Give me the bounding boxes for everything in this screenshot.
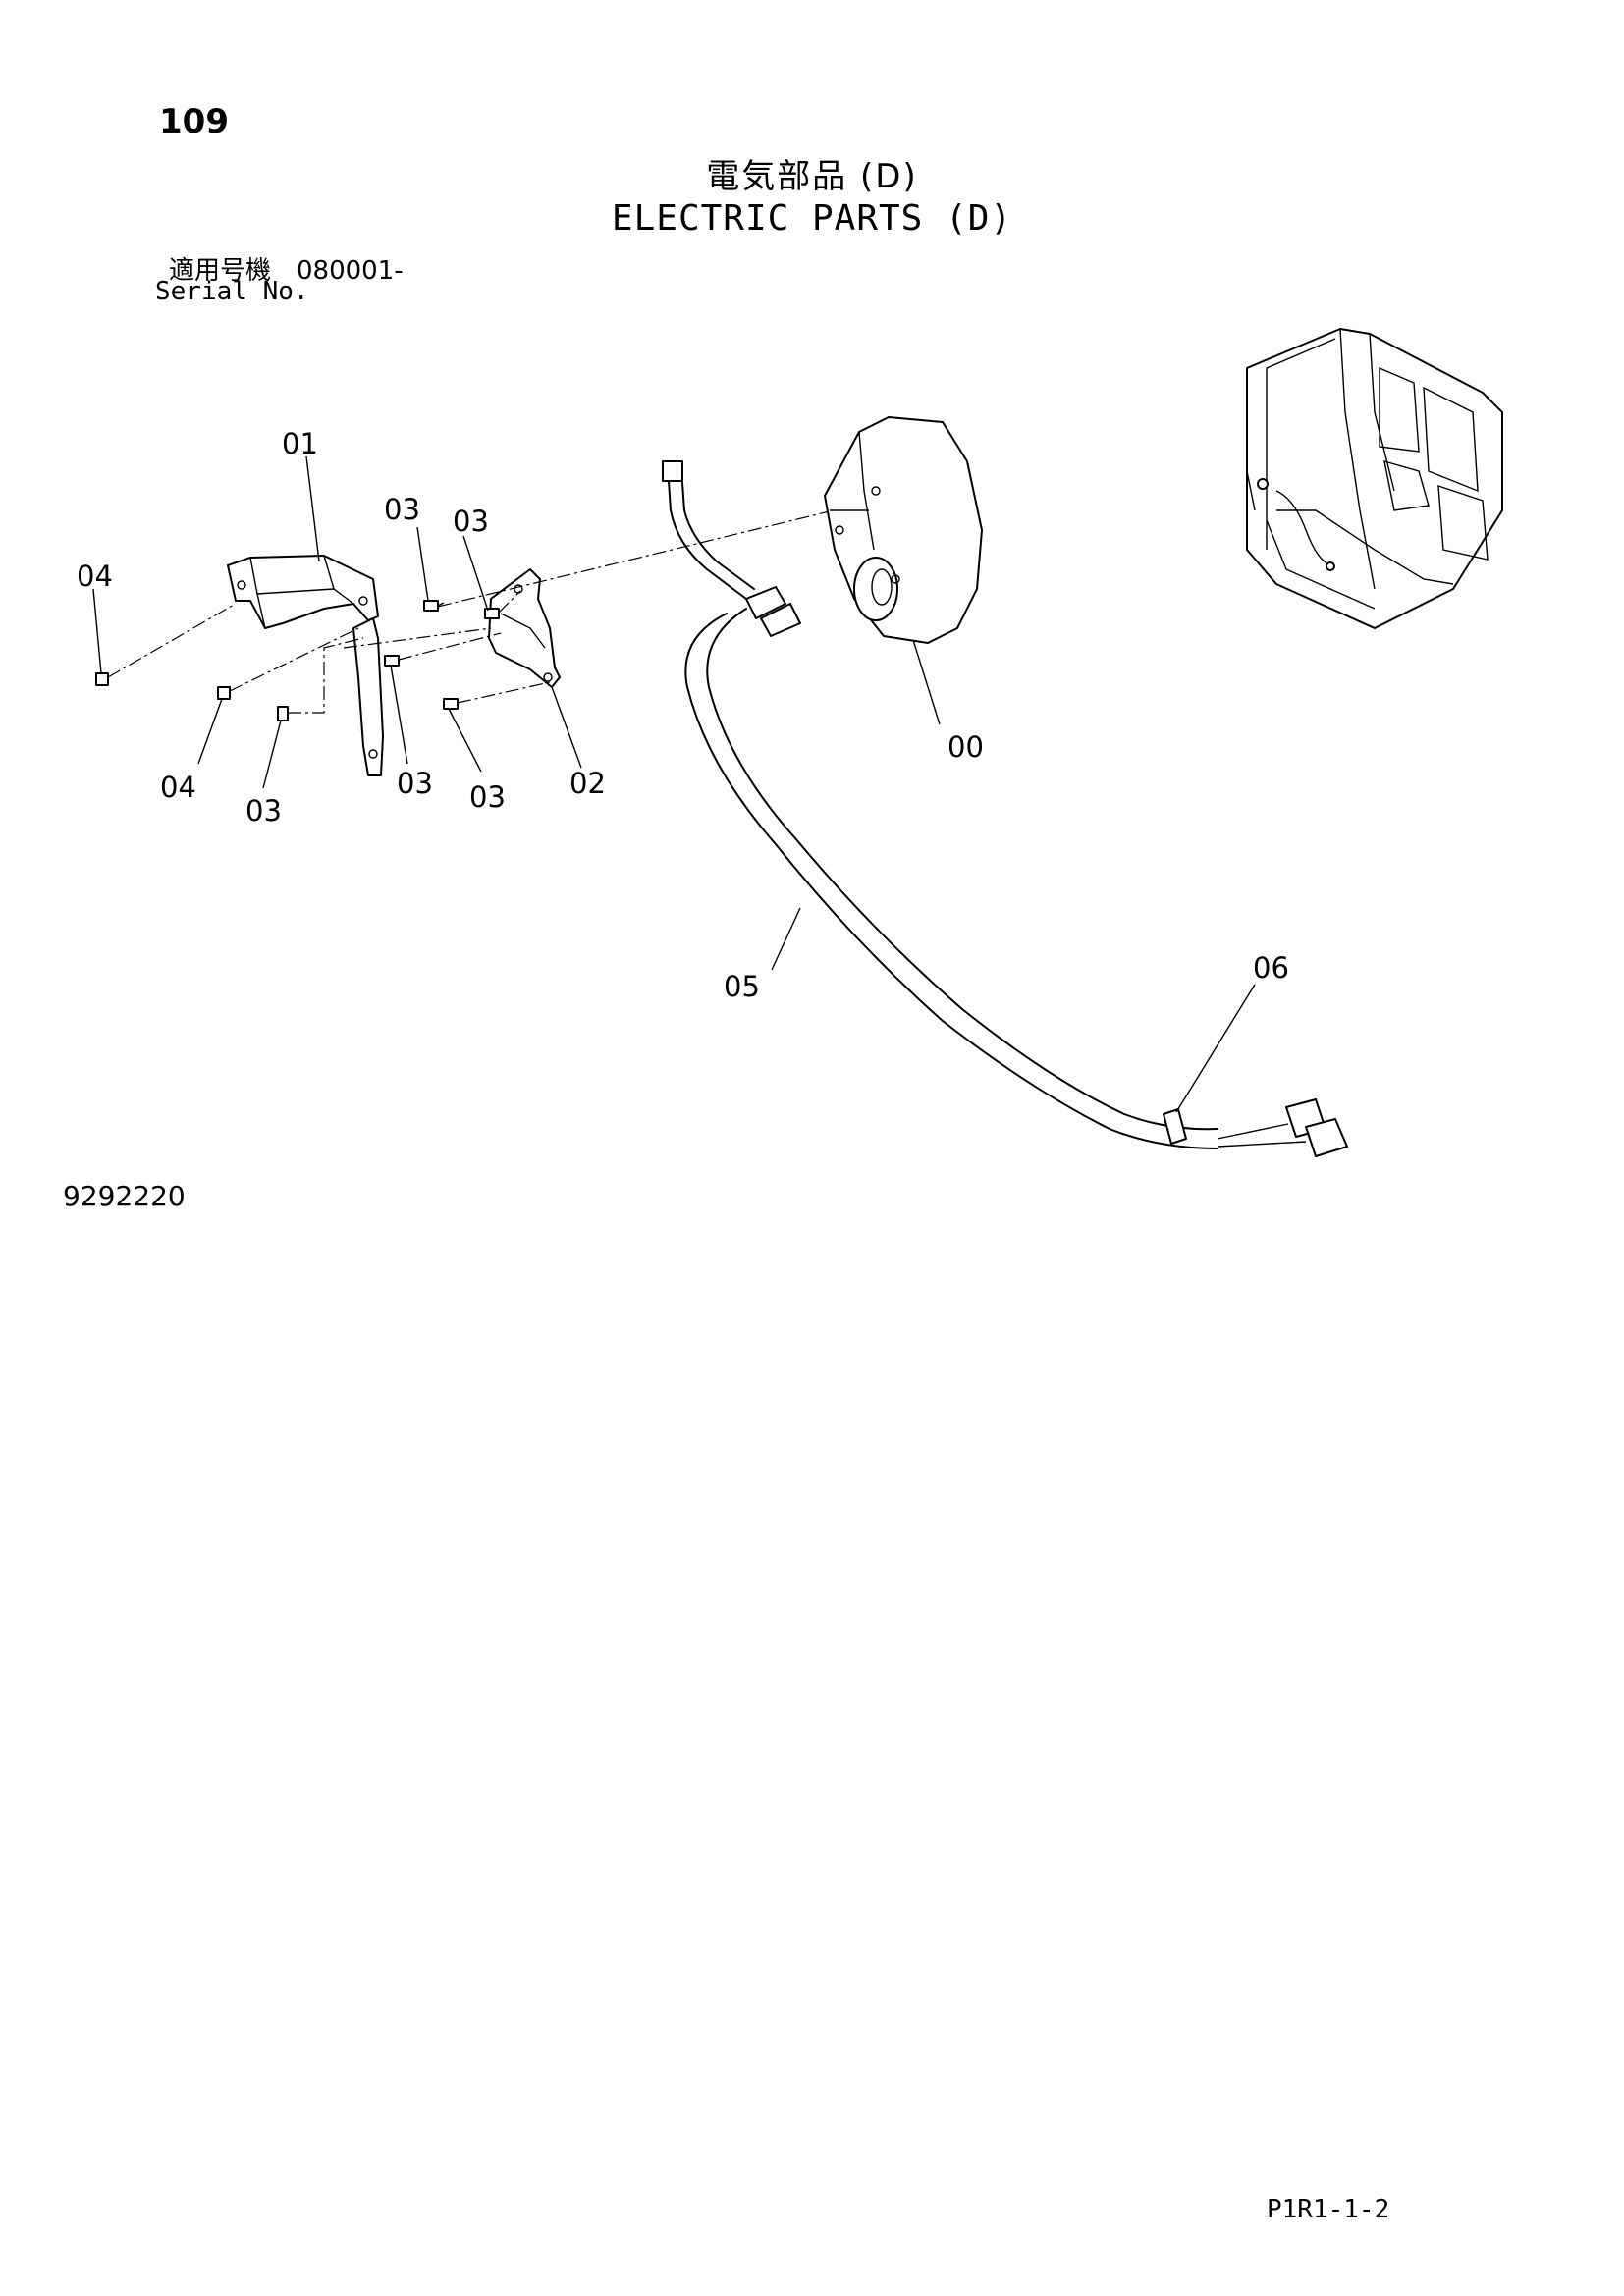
callouts: 00 01 02 03 03 03 03 03 04 04 05 06 xyxy=(77,427,1289,1003)
leader-lines xyxy=(92,455,1256,1113)
callout-05: 05 xyxy=(724,970,760,1003)
callout-03: 03 xyxy=(245,794,282,828)
serial-label-english: Serial No. xyxy=(155,277,309,306)
callout-01: 01 xyxy=(282,427,318,460)
part-05-wiring-harness xyxy=(662,460,1348,1157)
part-01-bracket xyxy=(227,555,384,776)
callout-03: 03 xyxy=(453,505,489,538)
part-04-screws xyxy=(95,672,231,700)
screw xyxy=(384,655,400,667)
callout-03: 03 xyxy=(384,493,420,526)
drawing-number: 9292220 xyxy=(63,1180,186,1212)
screw xyxy=(423,600,445,612)
screw xyxy=(95,672,109,686)
screw xyxy=(277,706,289,721)
assembly-lines xyxy=(107,500,875,714)
page-code: P1R1-1-2 xyxy=(1267,2195,1390,2224)
screw xyxy=(484,608,500,619)
screw xyxy=(217,686,231,700)
part-03-screws xyxy=(277,600,500,721)
part-02-plate xyxy=(488,568,561,688)
serial-label-japanese: 適用号機 080001- xyxy=(169,256,404,286)
callout-04: 04 xyxy=(77,560,113,593)
title-japanese: 電気部品 (D) xyxy=(706,157,918,196)
title-english: ELECTRIC PARTS (D) xyxy=(611,198,1013,239)
part-06-clip xyxy=(1163,1108,1187,1145)
page-number: 109 xyxy=(159,102,229,141)
screw xyxy=(443,698,459,710)
callout-03: 03 xyxy=(397,767,433,800)
callout-03: 03 xyxy=(469,780,506,814)
callout-00: 00 xyxy=(947,730,984,764)
part-00-lamp-unit xyxy=(824,416,983,644)
callout-06: 06 xyxy=(1253,951,1289,985)
callout-04: 04 xyxy=(160,771,196,804)
callout-02: 02 xyxy=(569,767,606,800)
cab-inset-illustration xyxy=(1246,328,1503,629)
